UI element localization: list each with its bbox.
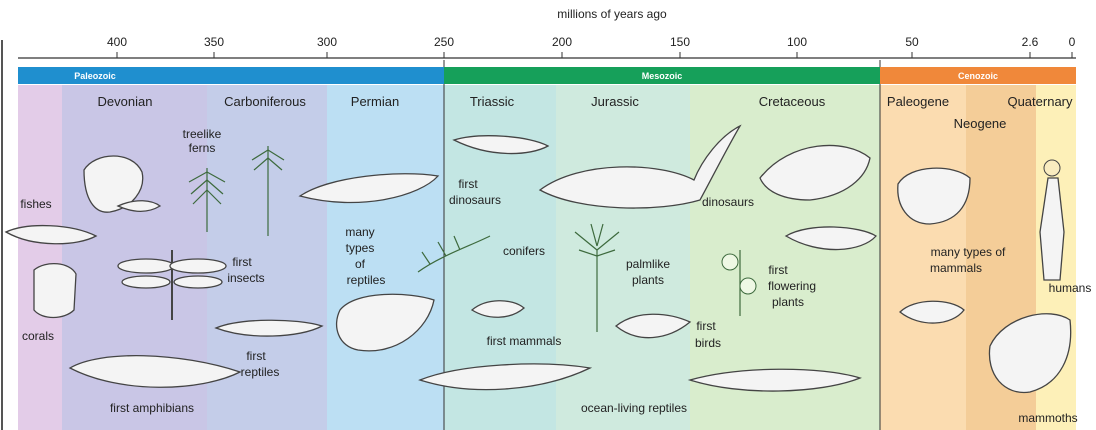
label-many-4: reptiles xyxy=(347,273,386,287)
axis-title: millions of years ago xyxy=(557,7,667,21)
tick-label: 200 xyxy=(552,35,572,49)
label-fishes: fishes xyxy=(20,197,51,211)
tick-label: 0 xyxy=(1069,35,1076,49)
axis-ticks xyxy=(117,52,1072,58)
label-palm-1: palmlike xyxy=(626,257,670,271)
tick-label: 100 xyxy=(787,35,807,49)
label-reptiles-2: reptiles xyxy=(241,365,280,379)
tick-label: 2.6 xyxy=(1022,35,1039,49)
period-quaternary: Quaternary xyxy=(1007,94,1073,109)
label-mammoths: mammoths xyxy=(1018,411,1077,425)
silurian-bg xyxy=(18,85,62,430)
period-paleogene: Paleogene xyxy=(887,94,949,109)
label-birds-2: birds xyxy=(695,336,721,350)
tick-label: 300 xyxy=(317,35,337,49)
label-mammals-1: many types of xyxy=(931,245,1006,259)
tick-label: 50 xyxy=(905,35,919,49)
label-many-1: many xyxy=(345,225,374,239)
label-treelike-1: treelike xyxy=(183,127,222,141)
tick-label: 250 xyxy=(434,35,454,49)
period-cretaceous: Cretaceous xyxy=(759,94,826,109)
label-birds-1: first xyxy=(696,319,716,333)
tick-label: 400 xyxy=(107,35,127,49)
label-dinos-1: first xyxy=(458,177,478,191)
label-first-amphibians: first amphibians xyxy=(110,401,194,415)
label-flower-2: flowering xyxy=(768,279,816,293)
period-carboniferous: Carboniferous xyxy=(224,94,306,109)
label-ocean-reptiles: ocean-living reptiles xyxy=(581,401,687,415)
period-permian: Permian xyxy=(351,94,399,109)
period-triassic: Triassic xyxy=(470,94,515,109)
label-reptiles-1: first xyxy=(246,349,266,363)
label-many-2: types xyxy=(346,241,375,255)
period-jurassic: Jurassic xyxy=(591,94,639,109)
label-flower-1: first xyxy=(768,263,788,277)
label-conifers: conifers xyxy=(503,244,545,258)
label-palm-2: plants xyxy=(632,273,664,287)
coral-illustration xyxy=(34,264,76,318)
label-insects-2: insects xyxy=(227,271,264,285)
period-devonian: Devonian xyxy=(98,94,153,109)
label-humans: humans xyxy=(1049,281,1092,295)
label-many-3: of xyxy=(355,257,366,271)
tick-label: 350 xyxy=(204,35,224,49)
label-treelike-2: ferns xyxy=(189,141,216,155)
label-first-mammals: first mammals xyxy=(487,334,562,348)
era-label-paleozoic: Paleozoic xyxy=(74,71,116,81)
period-neogene: Neogene xyxy=(954,116,1007,131)
label-dinosaurs: dinosaurs xyxy=(702,195,754,209)
label-mammals-2: mammals xyxy=(930,261,982,275)
era-label-mesozoic: Mesozoic xyxy=(642,71,683,81)
label-dinos-2: dinosaurs xyxy=(449,193,501,207)
tick-label: 150 xyxy=(670,35,690,49)
label-insects-1: first xyxy=(232,255,252,269)
era-label-cenozoic: Cenozoic xyxy=(958,71,998,81)
label-corals: corals xyxy=(22,329,54,343)
label-flower-3: plants xyxy=(772,295,804,309)
